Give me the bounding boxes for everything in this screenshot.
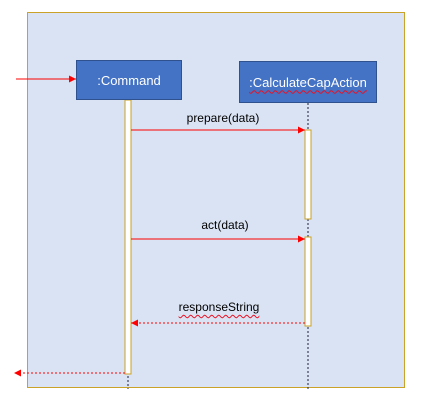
- activation-calculate-act: [304, 236, 312, 327]
- activation-command: [124, 99, 132, 375]
- activation-calculate-prepare: [304, 129, 312, 220]
- participant-command: :Command: [76, 60, 182, 100]
- participant-command-label: :Command: [97, 72, 161, 88]
- response-message-label: responseString: [178, 300, 260, 314]
- prepare-message-label: prepare(data): [186, 111, 260, 125]
- participant-calculate-cap-action-label: :CalculateCapAction: [249, 74, 367, 90]
- act-message-label: act(data): [201, 218, 249, 232]
- participant-calculate-cap-action: :CalculateCapAction: [239, 61, 377, 103]
